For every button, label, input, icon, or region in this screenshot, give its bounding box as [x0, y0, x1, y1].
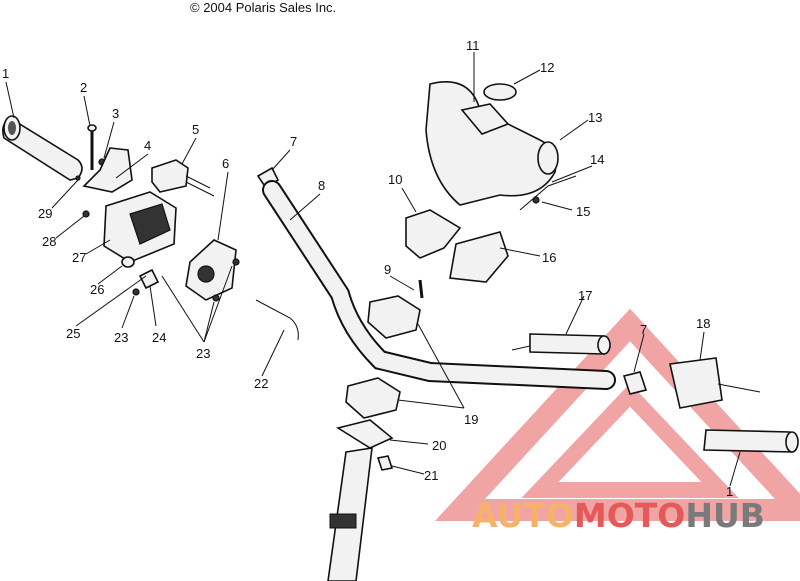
callout-29: 29	[38, 206, 52, 221]
callout-6: 6	[222, 156, 229, 171]
callout-23-right: 23	[196, 346, 210, 361]
callout-22: 22	[254, 376, 268, 391]
callout-20: 20	[432, 438, 446, 453]
callout-23-left: 23	[114, 330, 128, 345]
callout-28: 28	[42, 234, 56, 249]
callout-10: 10	[388, 172, 402, 187]
callout-5: 5	[192, 122, 199, 137]
callout-14: 14	[590, 152, 604, 167]
screw-28	[82, 210, 90, 218]
watermark-text: AUTOMOTOHUB	[472, 496, 765, 535]
callout-27: 27	[72, 250, 86, 265]
callout-11: 11	[466, 38, 480, 53]
screw-29	[75, 175, 81, 181]
switch-5	[151, 159, 215, 197]
throttle-cover-6	[185, 239, 237, 301]
callout-15: 15	[576, 204, 590, 219]
callout-3: 3	[112, 106, 119, 121]
callout-16: 16	[542, 250, 556, 265]
screw-23c	[232, 258, 240, 266]
screw-23b	[212, 294, 220, 302]
callout-7-right: 7	[640, 322, 647, 337]
clip-24	[138, 268, 160, 290]
plug-26	[121, 256, 135, 268]
watermark-auto: AUTO	[472, 496, 574, 535]
right-grip-1	[703, 429, 799, 453]
callout-24: 24	[152, 330, 166, 345]
cable-22	[255, 299, 299, 341]
handlebar-pod-13	[425, 81, 559, 206]
bolt-9	[418, 279, 424, 299]
end-plug-7b	[622, 371, 648, 395]
callout-19: 19	[464, 412, 478, 427]
screw-2	[87, 124, 97, 170]
callout-25: 25	[66, 326, 80, 341]
watermark-moto: MOTO	[573, 496, 686, 535]
callout-labels: 1 2 3 4 5 6 7 8 9 10 11 12 13 14 15 16 1…	[2, 38, 733, 499]
callout-8: 8	[318, 178, 325, 193]
callout-4: 4	[144, 138, 151, 153]
callout-26: 26	[90, 282, 104, 297]
callout-17: 17	[578, 288, 592, 303]
throttle-housing-27	[103, 191, 177, 263]
callout-18: 18	[696, 316, 710, 331]
screw-23a	[132, 288, 140, 296]
left-grip	[2, 115, 83, 181]
pod-bracket-10	[405, 209, 462, 259]
pod-cover-16	[449, 231, 509, 283]
callout-21: 21	[424, 468, 438, 483]
clamp-19-upper	[367, 295, 421, 339]
right-grip-17	[511, 333, 611, 355]
steering-post-20	[327, 419, 394, 581]
copyright-notice: © 2004 Polaris Sales Inc.	[190, 0, 337, 15]
nut-21	[376, 455, 394, 471]
callout-9: 9	[384, 262, 391, 277]
brake-lever-18	[669, 357, 761, 409]
callout-12: 12	[540, 60, 554, 75]
callout-13: 13	[588, 110, 602, 125]
clamp-19-lower	[345, 377, 401, 419]
watermark-hub: HUB	[685, 496, 765, 535]
watermark-logo-icon	[434, 308, 800, 521]
callout-7: 7	[290, 134, 297, 149]
callout-2: 2	[80, 80, 87, 95]
throttle-lever-4	[82, 147, 133, 193]
screw-15	[532, 196, 540, 204]
leader-lines	[5, 52, 741, 487]
callout-1-right: 1	[726, 484, 733, 499]
callout-1: 1	[2, 66, 9, 81]
wire-14	[519, 175, 577, 211]
